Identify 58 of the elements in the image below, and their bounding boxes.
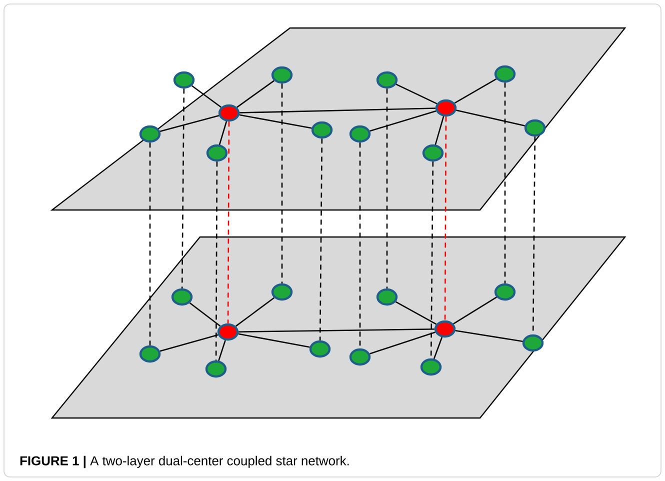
caption: FIGURE 1 | A two-layer dual-center coupled star network. [20,456,349,468]
leaf-node [173,71,195,89]
leaf-node [376,288,398,306]
leaf-node [349,348,371,366]
leaf-node [522,334,544,352]
dashed-link [281,84,283,284]
link-line [456,110,525,126]
dashed-link [149,142,151,346]
leaf-node [271,66,293,84]
leaf-node [139,345,161,363]
leaf-node [205,360,227,378]
leaf-node [309,340,331,358]
leaf-node [524,119,546,137]
leaf-node [494,65,516,83]
link-line [160,115,220,132]
link-line [240,108,436,114]
dashed-link [430,162,434,358]
leaf-node [376,71,398,89]
dashed-link [359,142,361,348]
link-line [238,333,310,348]
link-line [160,334,218,352]
link-line [238,328,434,332]
leaf-node [139,125,161,143]
link-line [218,121,228,145]
link-line [189,302,221,327]
hub-node [435,99,457,117]
link-line [433,337,443,359]
link-line [236,80,274,108]
link-line [455,330,523,342]
leaf-node [311,121,333,139]
leaf-node [420,358,442,376]
link-line [434,116,444,145]
leaf-node [349,125,371,143]
leaf-node [171,288,193,306]
leaf-node [206,144,228,162]
link-line [191,85,222,108]
link-line [454,78,497,104]
leaf-node [494,283,516,301]
dashed-link [227,122,230,324]
link-line [396,84,438,104]
leaf-node [422,144,444,162]
link-line [239,114,312,129]
hub-node [218,104,240,122]
hub-node [434,320,456,338]
leaf-node [271,283,293,301]
link-line [453,296,497,324]
link-line [370,110,436,132]
link-line [370,332,436,354]
dashed-link [215,162,218,360]
hub-node [217,323,239,341]
dashed-link [504,82,506,284]
link-line [235,297,275,327]
link-line [218,340,226,361]
link-line [395,301,437,325]
dashed-link [181,88,185,288]
dashed-link [319,138,323,340]
dashed-link [386,88,388,288]
dashed-link [444,116,447,320]
